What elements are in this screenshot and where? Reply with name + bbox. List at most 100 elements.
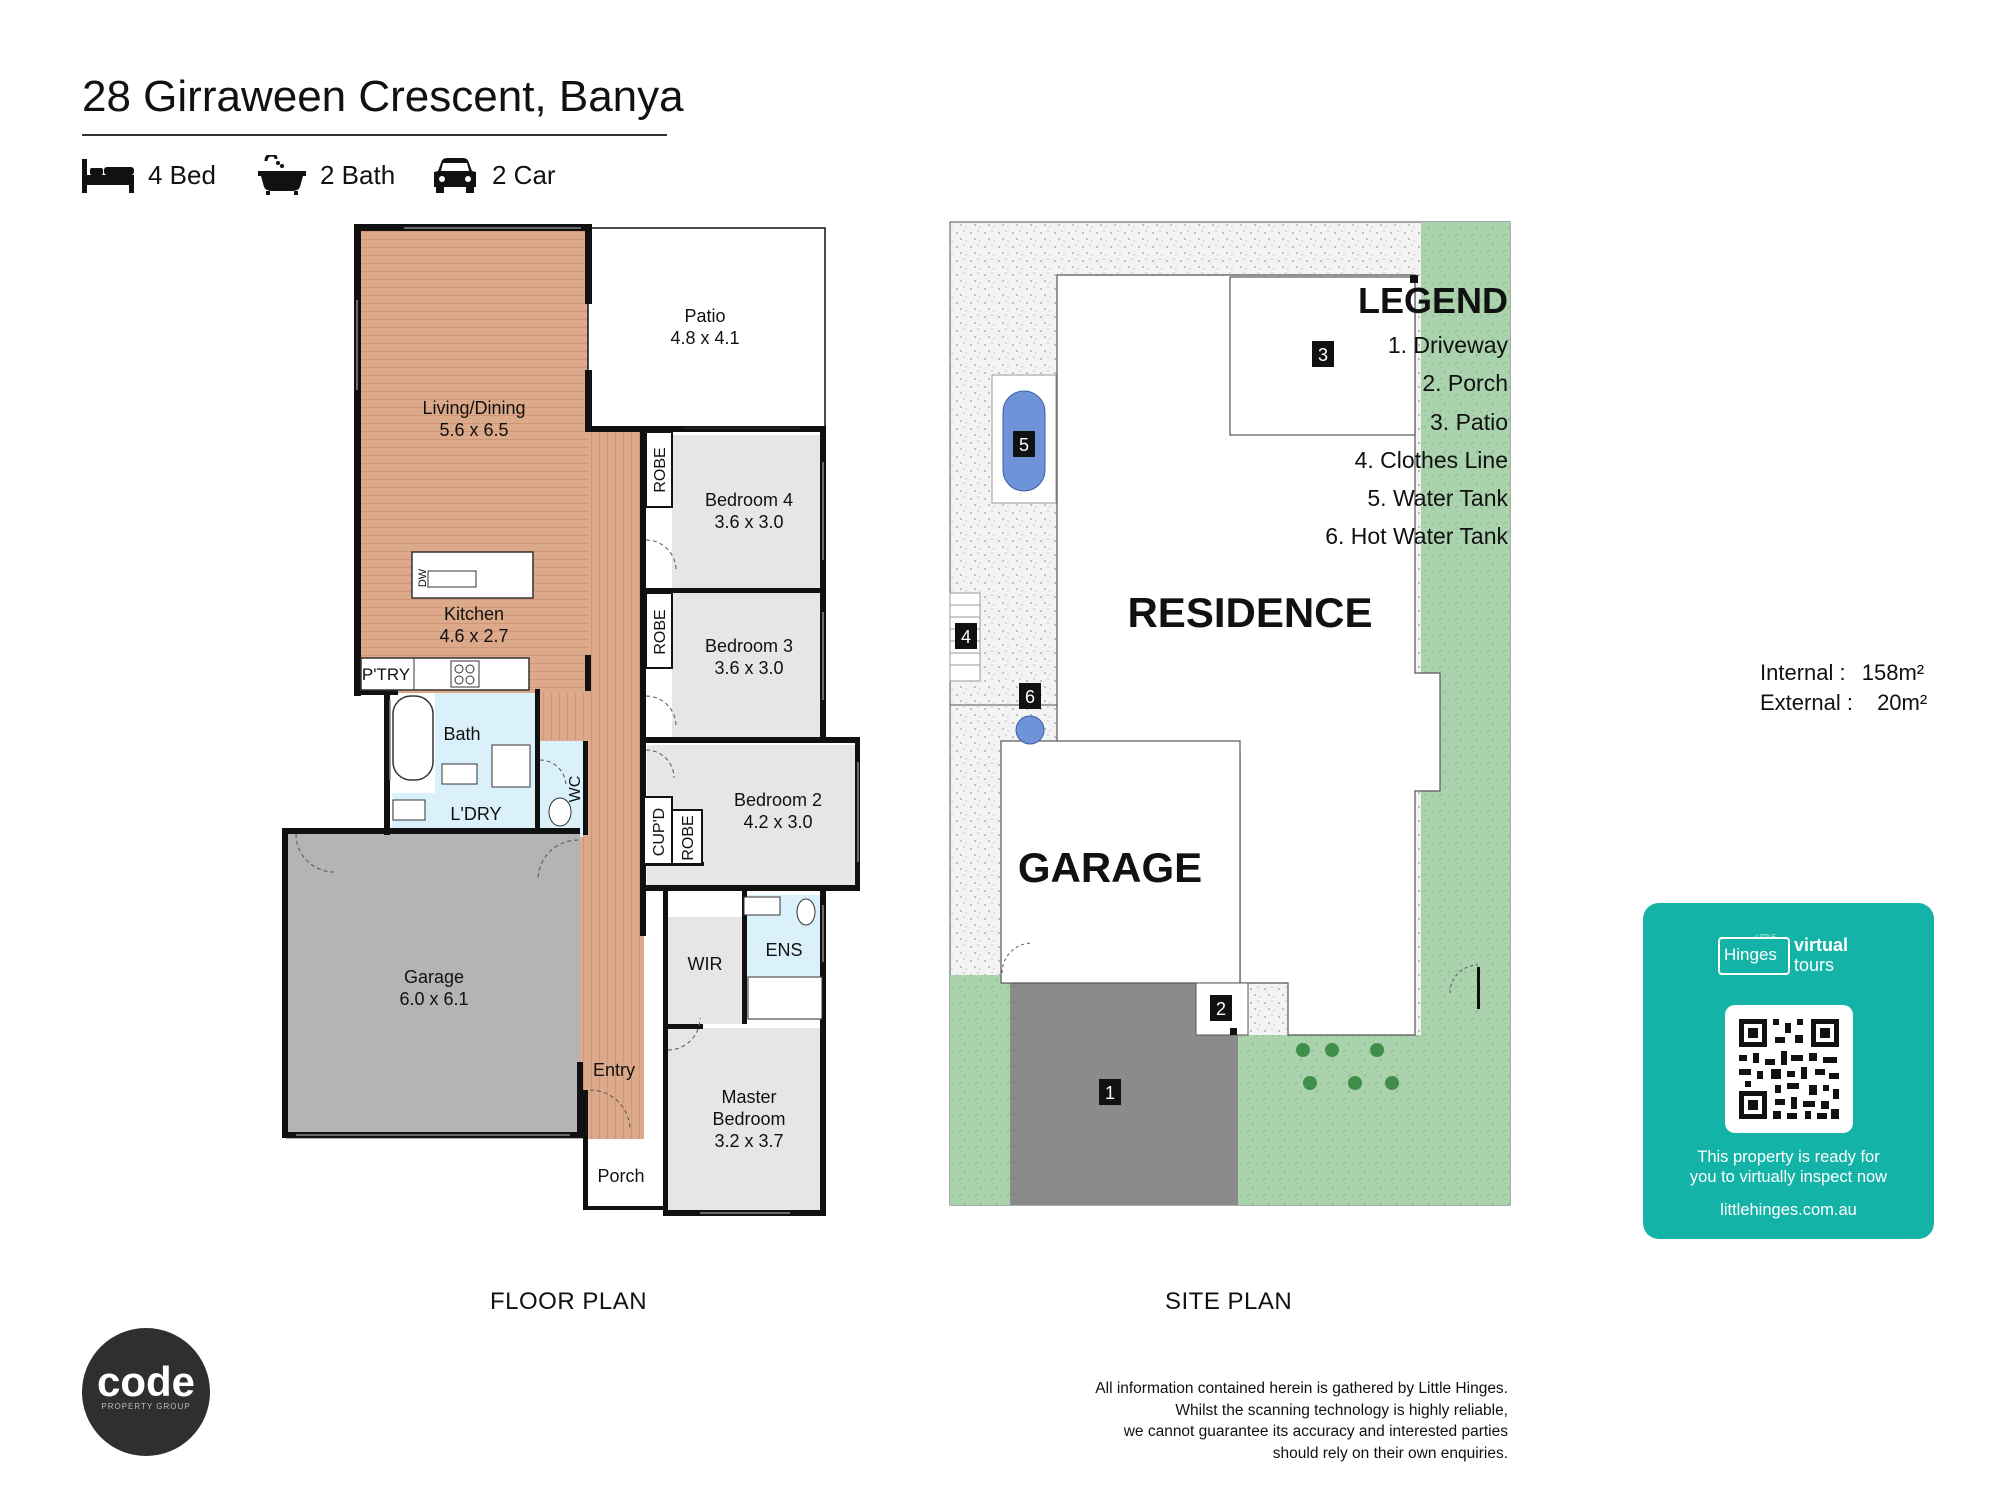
logo-wordmark: code xyxy=(96,1358,196,1405)
disclaimer-line: Whilst the scanning technology is highly… xyxy=(1175,1401,1508,1419)
car-feature: 2 Car xyxy=(432,150,556,200)
cooktop xyxy=(450,660,480,688)
left-lawn xyxy=(950,975,1010,1205)
disclaimer-line: All information contained herein is gath… xyxy=(1095,1380,1508,1397)
marker-2: 2 xyxy=(1216,999,1226,1019)
kitchen-label: Kitchen xyxy=(444,604,504,624)
garage-dims: 6.0 x 6.1 xyxy=(399,989,468,1009)
robe-bed3-label: ROBE xyxy=(652,609,669,654)
bath-label: Bath xyxy=(443,724,480,744)
disclaimer: All information contained herein is gath… xyxy=(1095,1378,1508,1464)
disclaimer-line: should rely on their own enquiries. xyxy=(1272,1444,1508,1462)
floor-plan-caption: FLOOR PLAN xyxy=(490,1288,648,1315)
entry-label: Entry xyxy=(593,1060,635,1080)
hall-upper-floor xyxy=(588,430,644,693)
robe-bed2 xyxy=(671,809,703,865)
living-label: Living/Dining xyxy=(422,398,525,418)
promo-line-1: This property is ready for xyxy=(1697,1148,1880,1166)
ensuite-vanity xyxy=(743,896,781,916)
bathtub xyxy=(392,695,434,781)
robe-bed4-label: ROBE xyxy=(652,447,669,492)
cupboard-label: CUP'D xyxy=(651,808,668,856)
bed-feature: 4 Bed xyxy=(82,150,216,200)
bedroom4-dims: 3.6 x 3.0 xyxy=(714,512,783,532)
site-markers: 1 2 3 4 5 6 xyxy=(955,341,1334,1105)
external-area: External : 20m² xyxy=(1760,690,1927,716)
qr-code[interactable] xyxy=(1725,1005,1853,1133)
bed-count: 4 Bed xyxy=(148,159,216,190)
patio-label: Patio xyxy=(684,306,725,326)
wc-toilet xyxy=(548,797,572,827)
internal-area-value: 158m² xyxy=(1861,660,1925,685)
master-floor xyxy=(663,1028,826,1216)
floor-plan: Patio 4.8 x 4.1 Living/Dining 5.6 x 6.5 … xyxy=(282,224,860,1216)
ensuite-shower xyxy=(747,976,823,1020)
legend-item: 1. Driveway xyxy=(1387,332,1508,358)
living-dims: 5.6 x 6.5 xyxy=(439,420,508,440)
internal-area-label: Internal : xyxy=(1760,660,1846,685)
bedroom2-dims: 4.2 x 3.0 xyxy=(743,812,812,832)
ensuite-label: ENS xyxy=(765,940,802,960)
bedroom3-floor xyxy=(672,593,823,740)
logo-little: LITTLE xyxy=(1756,935,1776,941)
master-label-2: Bedroom xyxy=(712,1109,785,1129)
legend-list: 1. Driveway 2. Porch 3. Patio 4. Clothes… xyxy=(1325,326,1508,556)
title-divider xyxy=(82,134,667,136)
legend-item: 6. Hot Water Tank xyxy=(1325,523,1508,550)
garage-label: Garage xyxy=(404,967,464,987)
wir-floor xyxy=(668,917,742,1024)
door-swings xyxy=(295,539,701,1131)
logo-tours: tours xyxy=(1794,955,1835,975)
bedroom3-dims: 3.6 x 3.0 xyxy=(714,658,783,678)
rotated-labels: ROBE ROBE CUP'D ROBE WC DW xyxy=(417,447,697,860)
wc-label: WC xyxy=(567,776,584,803)
master-label-1: Master xyxy=(721,1087,776,1107)
external-area-label: External : xyxy=(1760,690,1853,715)
site-porch xyxy=(1195,982,1249,1036)
logo-subtext: PROPERTY GROUP xyxy=(101,1402,191,1411)
kitchen-sink xyxy=(427,570,477,588)
legend-item: 2. Porch xyxy=(1422,370,1508,397)
site-plan: RESIDENCE GARAGE 1 2 3 4 5 6 xyxy=(949,221,1511,1206)
bath-count: 2 Bath xyxy=(320,159,396,190)
marker-1: 1 xyxy=(1105,1083,1115,1103)
external-area-value: 20m² xyxy=(1877,690,1928,715)
logo-virtual: virtual xyxy=(1794,935,1849,955)
bedroom4-floor xyxy=(672,435,823,588)
living-floor xyxy=(359,229,588,693)
patio-outline xyxy=(587,227,826,429)
site-garage-label: GARAGE xyxy=(1018,844,1202,891)
little-hinges-logo: LITTLE Hinges virtual tours xyxy=(1718,935,1863,983)
patio-dims: 4.8 x 4.1 xyxy=(670,328,739,348)
promo-message: This property is ready for you to virtua… xyxy=(1643,1147,1934,1187)
bedroom4-label: Bedroom 4 xyxy=(705,490,793,510)
property-address: 28 Girraween Crescent, Banya xyxy=(82,72,684,121)
porch-label: Porch xyxy=(597,1166,644,1186)
dishwasher-label: DW xyxy=(417,568,429,587)
kitchen-counter xyxy=(360,657,530,691)
site-plan-caption: SITE PLAN xyxy=(1165,1288,1293,1315)
garage-floor xyxy=(286,833,580,1139)
promo-url-link[interactable]: littlehinges.com.au xyxy=(1720,1201,1857,1219)
bathtub-icon xyxy=(258,155,306,195)
hot-water-tank xyxy=(1015,715,1045,745)
ensuite-toilet xyxy=(796,898,816,926)
room-labels: Patio 4.8 x 4.1 Living/Dining 5.6 x 6.5 … xyxy=(362,306,822,1186)
legend-item: 3. Patio xyxy=(1430,408,1508,435)
residence-label: RESIDENCE xyxy=(1127,589,1372,636)
bedroom3-label: Bedroom 3 xyxy=(705,636,793,656)
virtual-tour-card[interactable]: LITTLE Hinges virtual tours xyxy=(1643,903,1934,1239)
bath-shower xyxy=(491,744,531,788)
front-lawn xyxy=(1236,1035,1421,1205)
bed-icon xyxy=(82,159,134,193)
promo-line-2: you to virtually inspect now xyxy=(1689,1168,1888,1186)
bedroom2-label: Bedroom 2 xyxy=(734,790,822,810)
patio-floor xyxy=(588,228,826,430)
bath-feature: 2 Bath xyxy=(258,150,395,200)
disclaimer-line: we cannot guarantee its accuracy and int… xyxy=(1123,1423,1508,1440)
pantry-label: P'TRY xyxy=(362,665,410,684)
robe-bed2-label: ROBE xyxy=(680,815,697,860)
marker-3: 3 xyxy=(1318,345,1328,365)
marker-4: 4 xyxy=(961,627,971,647)
marker-6: 6 xyxy=(1025,687,1035,707)
